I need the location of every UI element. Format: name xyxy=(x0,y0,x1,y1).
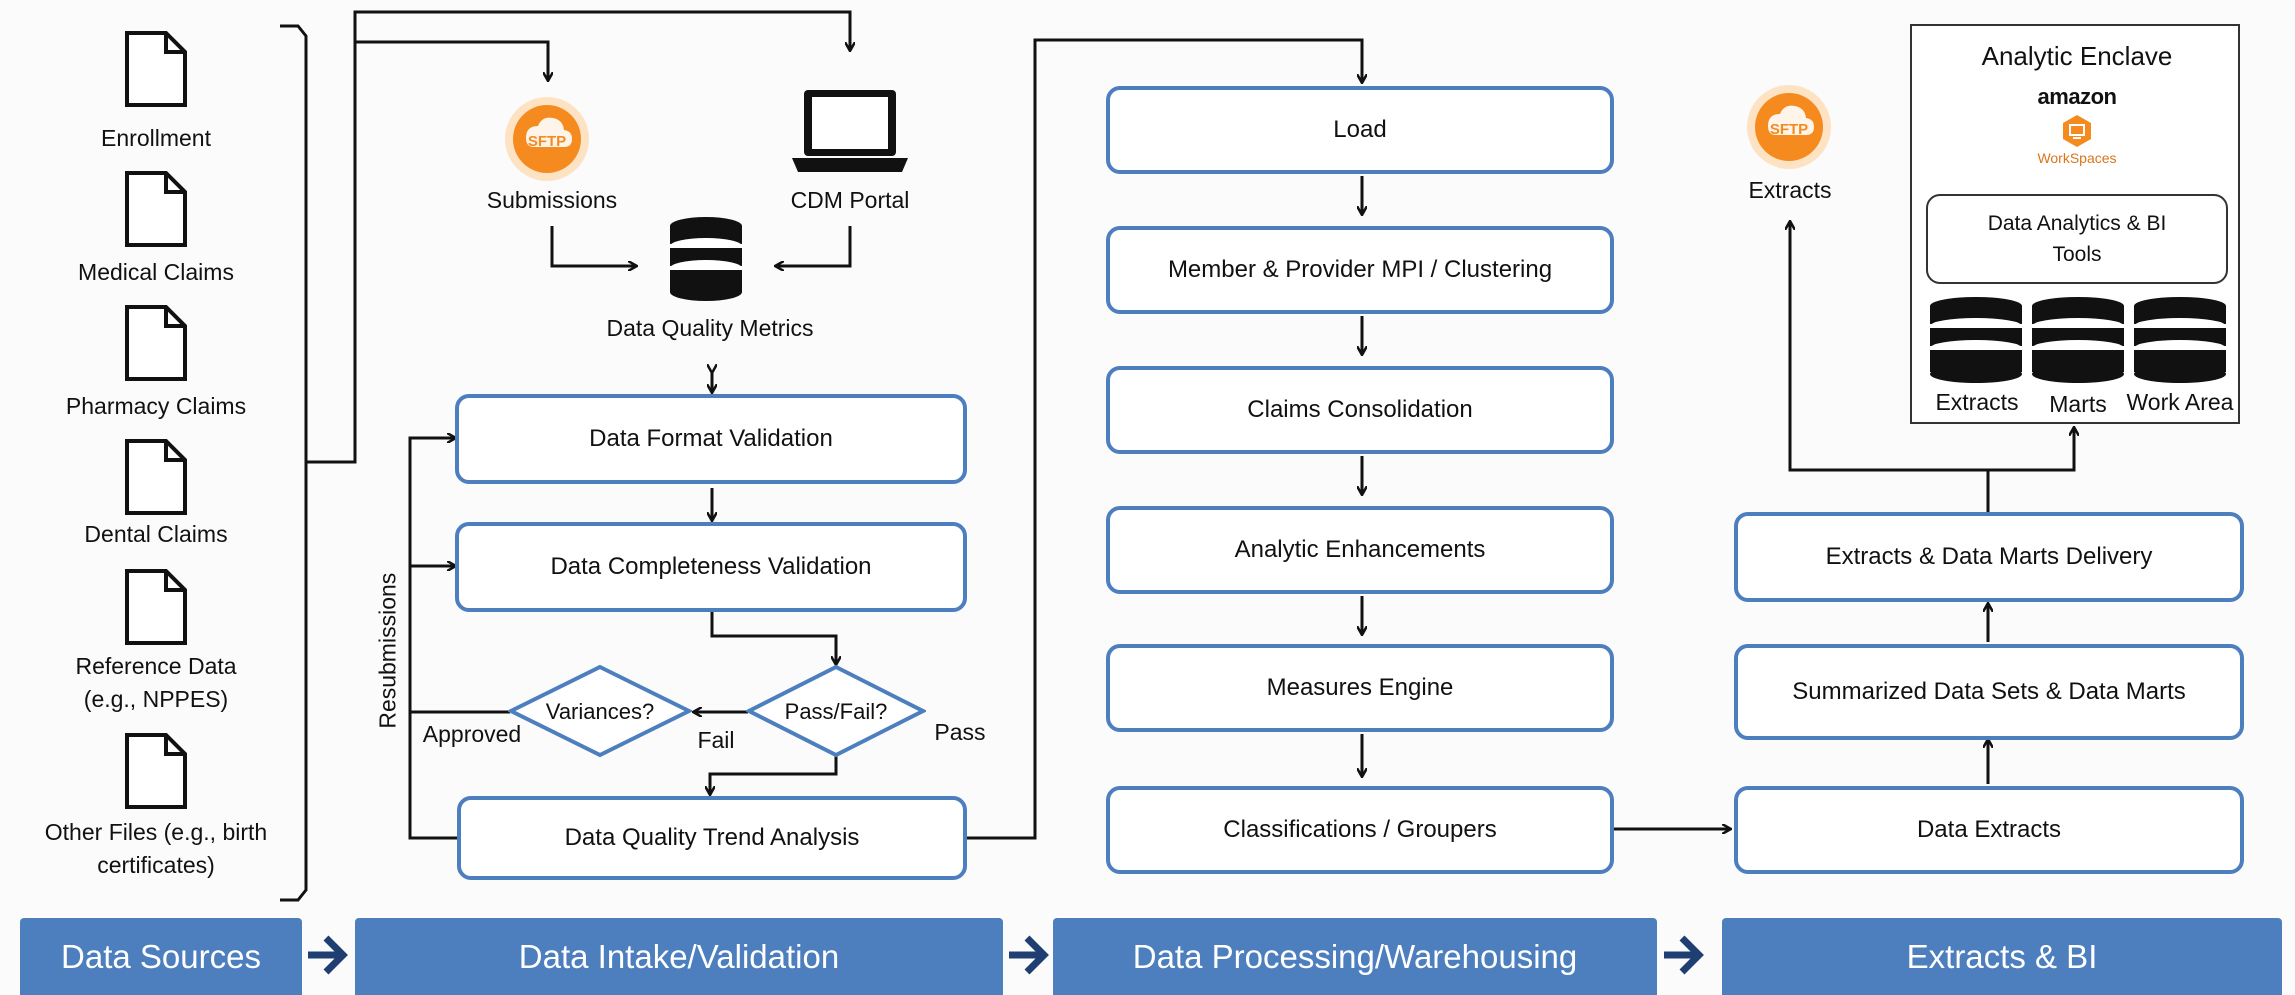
trend-analysis-text: Data Quality Trend Analysis xyxy=(564,824,860,851)
medical-claims-document-icon xyxy=(125,171,187,247)
pass-label: Pass xyxy=(934,719,986,745)
data-extracts-text: Data Extracts xyxy=(1916,816,2062,843)
sftp-extracts-badge-text: SFTP xyxy=(1770,121,1808,138)
classifications-groupers-text: Classifications / Groupers xyxy=(1223,816,1497,843)
enrollment-document-icon xyxy=(125,31,187,107)
dental-claims-document-icon xyxy=(125,439,187,515)
pharmacy-claims-label: Pharmacy Claims xyxy=(65,393,247,419)
approved-label: Approved xyxy=(422,721,522,747)
phase-extracts-bi: Extracts & BI xyxy=(1722,918,2282,995)
phase-data-processing: Data Processing/Warehousing xyxy=(1053,918,1657,995)
store-marts-label: Marts xyxy=(2049,391,2107,417)
analytic-enhancements-box: Analytic Enhancements xyxy=(1106,506,1614,594)
other-files-line2: certificates) xyxy=(97,852,215,879)
measures-engine-text: Measures Engine xyxy=(1266,674,1454,701)
extracts-db-icon xyxy=(1930,297,2022,383)
store-work-area-label: Work Area xyxy=(2126,389,2234,415)
classifications-groupers-box: Classifications / Groupers xyxy=(1106,786,1614,874)
pharmacy-claims-document-icon xyxy=(125,305,187,381)
phase-arrow-icon xyxy=(1009,935,1049,975)
sftp-extracts-icon: SFTP xyxy=(1747,85,1831,169)
measures-engine-box: Measures Engine xyxy=(1106,644,1614,732)
pass-fail-decision: Pass/Fail? xyxy=(746,664,926,758)
fail-label: Fail xyxy=(697,727,735,753)
mpi-clustering-box: Member & Provider MPI / Clustering xyxy=(1106,226,1614,314)
reference-data-document-icon xyxy=(125,569,187,645)
resubmissions-label: Resubmissions xyxy=(374,572,401,729)
database-icon xyxy=(670,217,742,301)
bi-tools-box: Data Analytics & BI Tools xyxy=(1926,194,2228,284)
phase-arrow-icon xyxy=(308,935,348,975)
reference-data-line1: Reference Data xyxy=(75,653,237,679)
enrollment-label: Enrollment xyxy=(101,125,211,151)
bi-tools-line2: Tools xyxy=(2052,243,2102,266)
extracts-marts-delivery-box: Extracts & Data Marts Delivery xyxy=(1734,512,2244,602)
claims-consolidation-box: Claims Consolidation xyxy=(1106,366,1614,454)
work-area-db-icon xyxy=(2134,297,2226,383)
completeness-validation-text: Data Completeness Validation xyxy=(550,553,872,580)
data-completeness-validation-box: Data Completeness Validation xyxy=(455,522,967,612)
marts-db-icon xyxy=(2032,297,2124,383)
pass-fail-text: Pass/Fail? xyxy=(785,699,888,724)
dental-claims-label: Dental Claims xyxy=(84,521,228,547)
phase-data-intake: Data Intake/Validation xyxy=(355,918,1003,995)
medical-claims-label: Medical Claims xyxy=(78,259,234,285)
phase-arrow-icon xyxy=(1664,935,1704,975)
format-validation-text: Data Format Validation xyxy=(589,425,833,452)
reference-data-label: Reference Data (e.g., NPPES) xyxy=(46,650,266,717)
variances-text: Variances? xyxy=(546,699,654,724)
phase-data-sources: Data Sources xyxy=(20,918,302,995)
amazon-logo: amazon xyxy=(2037,84,2117,109)
analytic-enhancements-text: Analytic Enhancements xyxy=(1234,536,1486,563)
submissions-label: Submissions xyxy=(486,187,618,213)
reference-data-line2: (e.g., NPPES) xyxy=(83,686,229,713)
cdm-portal-label: CDM Portal xyxy=(790,187,910,213)
delivery-text: Extracts & Data Marts Delivery xyxy=(1825,543,2153,570)
store-extracts-label: Extracts xyxy=(1935,389,2019,415)
summarized-data-sets-box: Summarized Data Sets & Data Marts xyxy=(1734,644,2244,740)
workspaces-icon xyxy=(2063,115,2091,147)
laptop-icon xyxy=(792,90,908,172)
claims-consolidation-text: Claims Consolidation xyxy=(1247,396,1473,423)
other-files-line1: Other Files (e.g., birth xyxy=(44,819,268,845)
variances-decision: Variances? xyxy=(508,664,692,758)
bi-tools-line1: Data Analytics & BI xyxy=(1987,211,2167,235)
mpi-clustering-text: Member & Provider MPI / Clustering xyxy=(1167,256,1553,283)
summarized-text: Summarized Data Sets & Data Marts xyxy=(1792,678,2186,705)
other-files-label: Other Files (e.g., birth certificates) xyxy=(16,816,296,883)
other-files-document-icon xyxy=(125,733,187,809)
load-box: Load xyxy=(1106,86,1614,174)
sftp-badge-text: SFTP xyxy=(528,133,566,150)
data-extracts-box: Data Extracts xyxy=(1734,786,2244,874)
dq-trend-analysis-box: Data Quality Trend Analysis xyxy=(457,796,967,880)
dq-metrics-label: Data Quality Metrics xyxy=(606,315,814,341)
analytic-enclave-panel: Analytic Enclave amazon WorkSpaces Data … xyxy=(1910,24,2240,424)
workspaces-label: WorkSpaces xyxy=(2037,150,2117,166)
data-format-validation-box: Data Format Validation xyxy=(455,394,967,484)
sftp-submissions-icon: SFTP xyxy=(505,97,589,181)
extracts-sftp-label: Extracts xyxy=(1748,177,1832,203)
load-text: Load xyxy=(1333,116,1387,143)
enclave-title: Analytic Enclave xyxy=(1981,41,2173,71)
